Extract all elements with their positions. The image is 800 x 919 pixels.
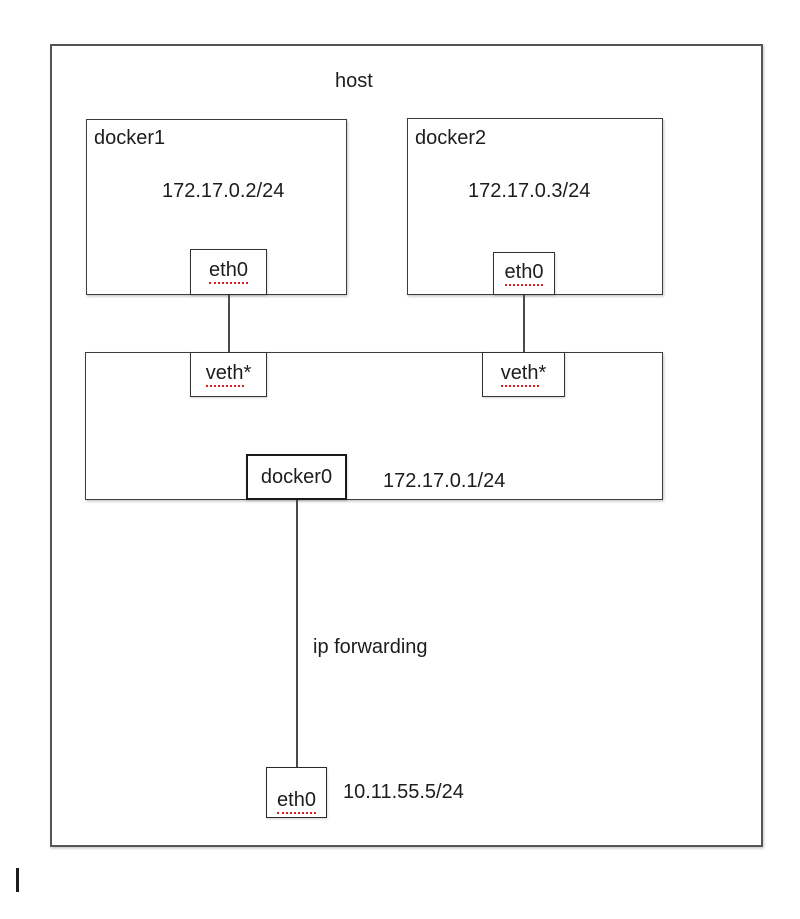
bridge-box xyxy=(85,352,663,500)
veth1-label: veth xyxy=(205,363,244,387)
veth2-suffix: * xyxy=(538,362,547,384)
ip-forwarding-line xyxy=(296,500,298,767)
docker2-ip: 172.17.0.3/24 xyxy=(468,180,591,202)
veth2-label: veth xyxy=(500,363,539,387)
bridge-ip: 172.17.0.1/24 xyxy=(383,470,506,492)
veth2-box: veth* xyxy=(482,352,565,397)
docker0-label: docker0 xyxy=(260,465,333,488)
docker1-eth0-label: eth0 xyxy=(209,260,248,284)
text-caret xyxy=(16,868,19,892)
docker1-veth-link-line xyxy=(228,295,230,352)
docker0-box: docker0 xyxy=(246,454,347,500)
veth1-suffix: * xyxy=(243,362,252,384)
docker2-veth-link-line xyxy=(523,295,525,352)
veth1-label-wrap: veth* xyxy=(205,362,252,387)
host-label: host xyxy=(335,70,373,92)
host-eth0-label: eth0 xyxy=(277,790,316,814)
docker2-eth0-label: eth0 xyxy=(504,261,544,286)
docker1-title: docker1 xyxy=(94,127,166,149)
ip-forwarding-label: ip forwarding xyxy=(313,636,428,658)
docker1-eth0-box: eth0 xyxy=(190,249,267,295)
veth2-label-wrap: veth* xyxy=(500,362,547,387)
veth1-box: veth* xyxy=(190,352,267,397)
docker2-eth0-box: eth0 xyxy=(493,252,555,295)
host-eth0-box: eth0 xyxy=(266,767,327,818)
docker1-ip: 172.17.0.2/24 xyxy=(162,180,285,202)
docker2-title: docker2 xyxy=(415,127,487,149)
host-eth0-ip: 10.11.55.5/24 xyxy=(343,781,464,803)
